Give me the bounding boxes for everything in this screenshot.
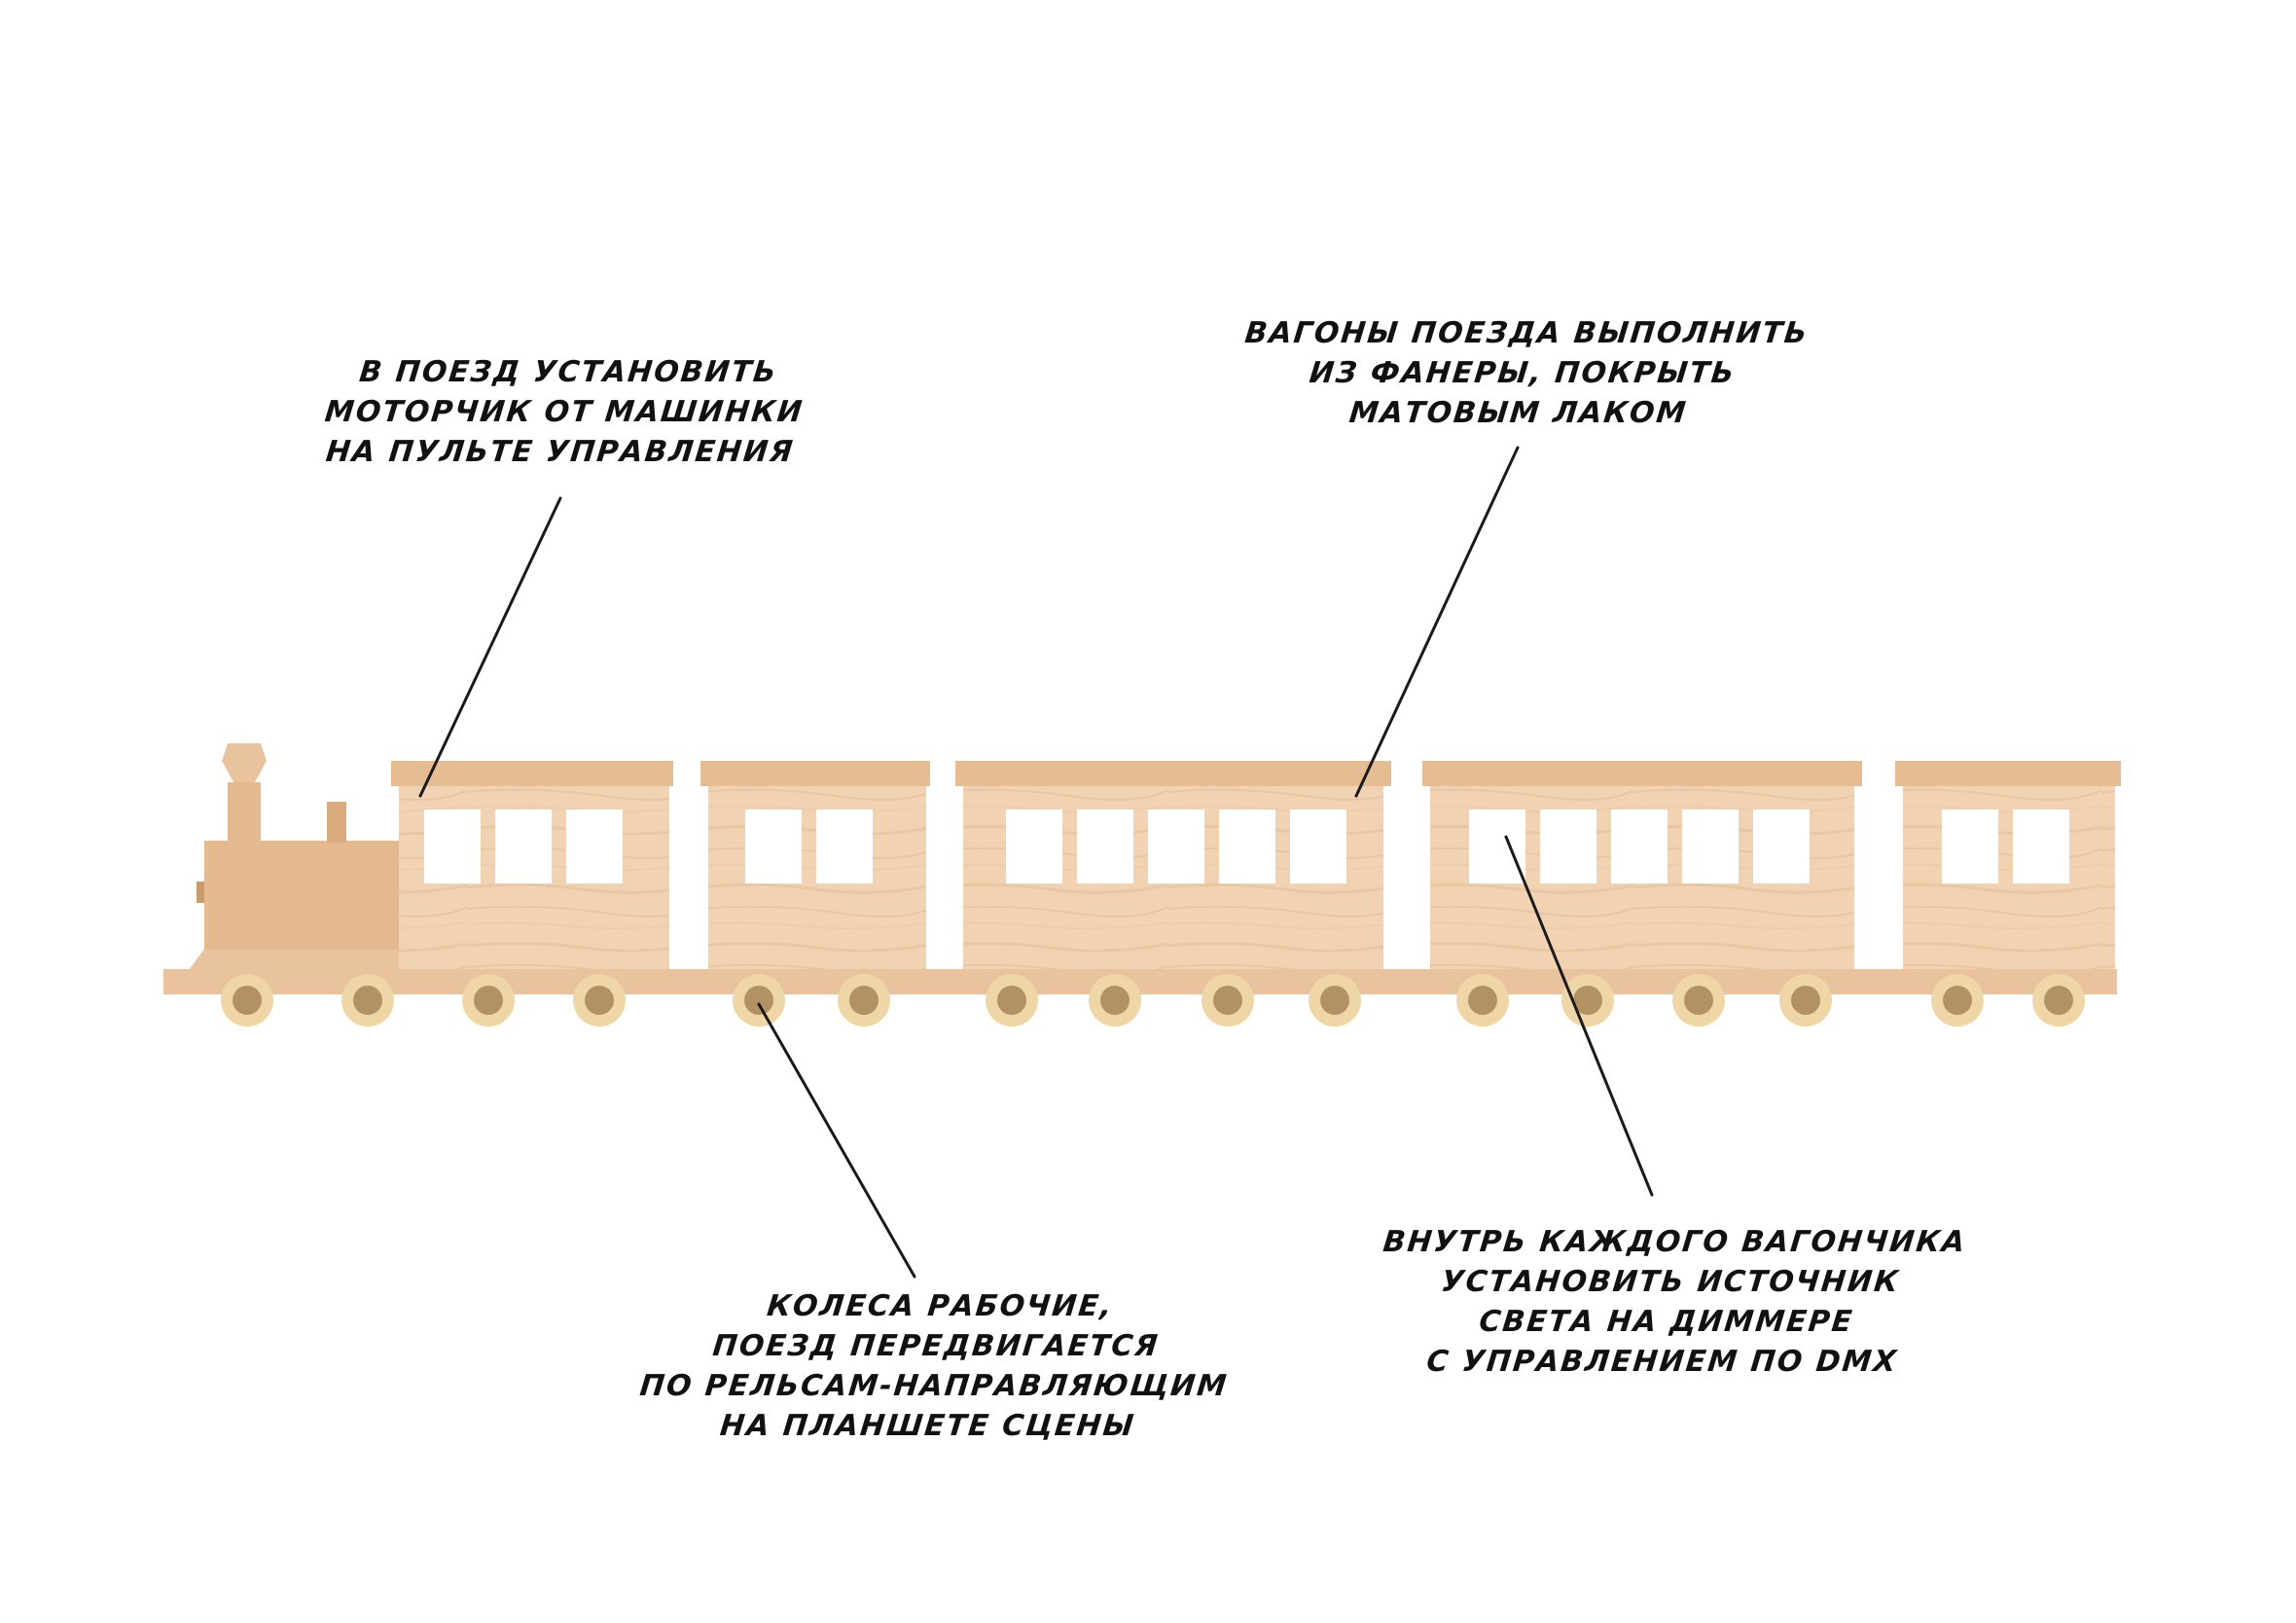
annotation-wheels-line-4: на планшете сцены	[718, 1409, 1137, 1443]
wheel-1	[221, 974, 273, 1027]
car-body	[1903, 784, 2115, 969]
locomotive-dome	[327, 802, 346, 843]
locomotive-chimney-cap	[222, 743, 267, 782]
annotation-motor-line-2: моторчик от машинки	[323, 395, 806, 429]
wheel-13	[1672, 974, 1725, 1027]
train-car-1	[391, 761, 673, 969]
train-wheels	[221, 974, 2085, 1027]
car-window	[1682, 810, 1739, 884]
annotation-light: Внутрь каждого вагончика установить исто…	[1353, 1222, 1983, 1382]
train-car-4	[1422, 761, 1862, 969]
locomotive-chimney	[228, 782, 261, 843]
car-roof	[1422, 761, 1862, 786]
leader-line-motor	[418, 496, 562, 798]
car-window	[1006, 810, 1062, 884]
wheel-7	[986, 974, 1038, 1027]
car-window	[1540, 810, 1596, 884]
wheel-5	[733, 974, 785, 1027]
wheel-hub	[744, 986, 773, 1015]
wheel-10	[1309, 974, 1361, 1027]
car-window	[1219, 810, 1275, 884]
annotation-wheels-line-2: поезд передвигается	[710, 1329, 1162, 1363]
annotation-light-line-1: Внутрь каждого вагончика	[1381, 1225, 1969, 1259]
annotation-plywood-line-3: матовым лаком	[1347, 396, 1690, 430]
locomotive-front-plate	[197, 882, 204, 903]
car-window	[745, 810, 802, 884]
annotation-plywood: Вагоны поезда выполнить из фанеры, покры…	[1210, 313, 1836, 433]
wheel-15	[1931, 974, 1984, 1027]
wheel-hub	[233, 986, 262, 1015]
locomotive-boiler	[204, 841, 399, 950]
car-window	[1942, 810, 1998, 884]
car-roof	[391, 761, 673, 786]
wheel-hub	[1213, 986, 1242, 1015]
wheel-hub	[353, 986, 382, 1015]
wheel-2	[341, 974, 394, 1027]
wheel-hub	[1468, 986, 1497, 1015]
car-window	[1290, 810, 1346, 884]
wheel-3	[462, 974, 515, 1027]
annotation-light-line-2: установить источник	[1439, 1265, 1902, 1299]
car-window	[1469, 810, 1525, 884]
car-window	[816, 810, 873, 884]
car-window	[1611, 810, 1668, 884]
leader-lines	[418, 446, 1654, 1279]
wheel-hub	[1100, 986, 1130, 1015]
wheel-hub	[585, 986, 614, 1015]
wheel-11	[1456, 974, 1509, 1027]
leader-line-plywood	[1354, 446, 1520, 798]
wheel-4	[573, 974, 626, 1027]
wheel-hub	[1943, 986, 1972, 1015]
train-car-2	[700, 761, 930, 969]
car-window	[1148, 810, 1204, 884]
locomotive	[197, 743, 399, 950]
annotation-plywood-line-2: из фанеры, покрыть	[1308, 356, 1738, 390]
wheel-9	[1202, 974, 1254, 1027]
annotation-wheels-line-1: Колеса рабочие,	[765, 1289, 1116, 1323]
car-roof	[700, 761, 930, 786]
wheel-hub	[2044, 986, 2073, 1015]
annotation-light-line-4: с управлением по DMX	[1424, 1345, 1900, 1379]
car-roof	[1895, 761, 2121, 786]
car-window	[2013, 810, 2069, 884]
car-window	[1753, 810, 1810, 884]
wheel-6	[838, 974, 890, 1027]
train-car-5	[1895, 761, 2121, 969]
annotation-motor-line-3: на пульте управления	[324, 435, 797, 469]
wheel-14	[1779, 974, 1832, 1027]
wheel-16	[2032, 974, 2085, 1027]
wheel-hub	[1684, 986, 1713, 1015]
car-window	[566, 810, 623, 884]
annotation-light-line-3: света на диммере	[1477, 1305, 1856, 1339]
leader-line-light	[1504, 835, 1654, 1197]
wheel-hub	[849, 986, 879, 1015]
car-roof	[955, 761, 1391, 786]
annotation-wheels: Колеса рабочие, поезд передвигается по р…	[633, 1286, 1234, 1446]
car-window	[495, 810, 552, 884]
car-window	[1077, 810, 1133, 884]
wheel-hub	[1320, 986, 1349, 1015]
wheel-12	[1561, 974, 1614, 1027]
leader-line-wheels	[757, 1002, 916, 1279]
annotation-motor-line-1: В поезд установить	[357, 355, 779, 389]
wheel-8	[1089, 974, 1141, 1027]
wheel-hub	[1573, 986, 1602, 1015]
wheel-hub	[1791, 986, 1820, 1015]
annotation-plywood-line-1: Вагоны поезда выполнить	[1242, 316, 1811, 350]
wheel-hub	[474, 986, 503, 1015]
wheel-hub	[997, 986, 1026, 1015]
train-cars	[391, 761, 2121, 969]
annotation-wheels-line-3: по рельсам-направляющим	[638, 1369, 1231, 1403]
annotation-motor: В поезд установить моторчик от машинки н…	[305, 352, 824, 472]
car-window	[424, 810, 481, 884]
train-car-3	[955, 761, 1391, 969]
